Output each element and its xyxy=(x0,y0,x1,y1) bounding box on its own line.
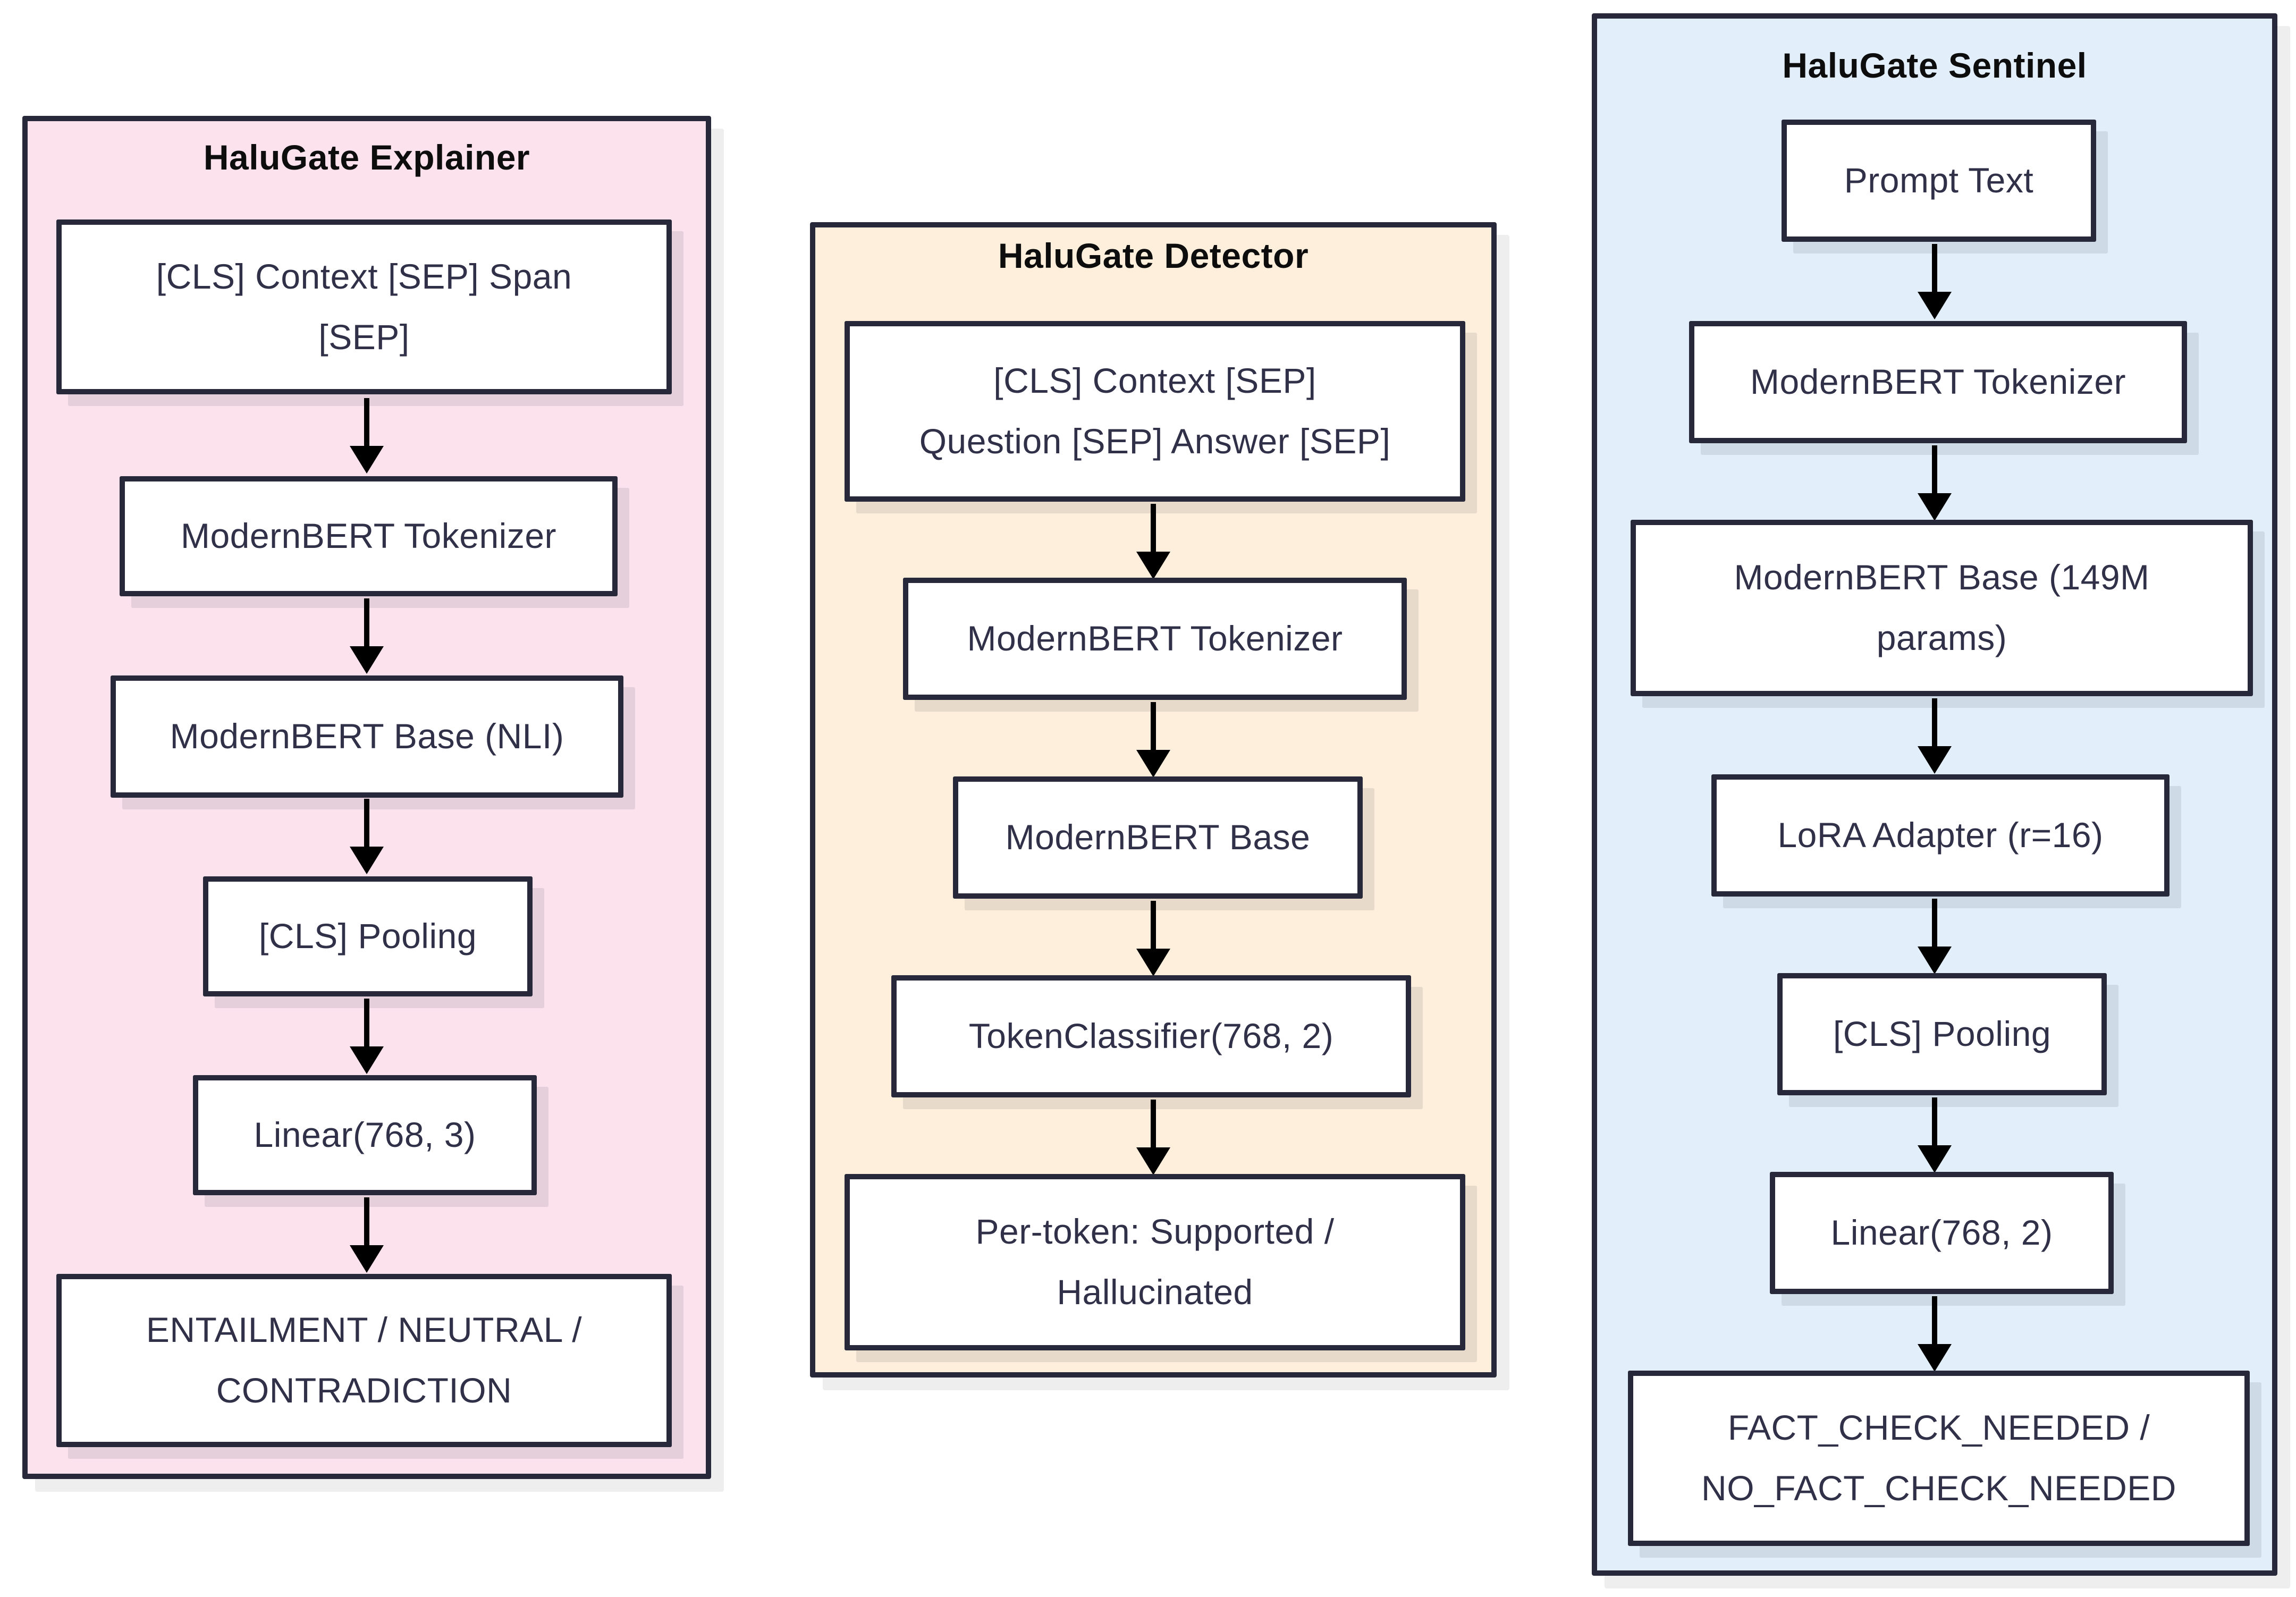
box-cls-context-question-answer: [CLS] Context [SEP] Question [SEP] Answe… xyxy=(845,321,1465,502)
arrow-down-icon xyxy=(1918,445,1952,521)
box-entailment-neutral-contradiction: ENTAILMENT / NEUTRAL / CONTRADICTION xyxy=(56,1274,672,1447)
arrow-down-icon xyxy=(1136,702,1170,778)
box-modernbert-base-nli: ModernBERT Base (NLI) xyxy=(111,675,623,798)
box-linear-768-2: Linear(768, 2) xyxy=(1770,1172,2114,1294)
arrow-down-icon xyxy=(350,398,384,474)
arrow-down-icon xyxy=(1918,244,1952,319)
box-cls-context-sep-span: [CLS] Context [SEP] Span [SEP] xyxy=(56,219,672,394)
panel-title-explainer: HaluGate Explainer xyxy=(203,138,530,177)
box-modernbert-tokenizer-detector: ModernBERT Tokenizer xyxy=(903,578,1407,700)
arrow-down-icon xyxy=(1918,1296,1952,1372)
arrow-down-icon xyxy=(1918,899,1952,974)
panel-halugate-sentinel: HaluGate Sentinel Prompt Text ModernBERT… xyxy=(1592,13,2277,1576)
arrow-down-icon xyxy=(350,1197,384,1273)
box-per-token-supported-hallucinated: Per-token: Supported / Hallucinated xyxy=(845,1174,1465,1350)
box-modernbert-base-149m: ModernBERT Base (149M params) xyxy=(1631,520,2253,696)
arrow-down-icon xyxy=(1918,698,1952,774)
arrow-down-icon xyxy=(1918,1097,1952,1173)
panel-halugate-detector: HaluGate Detector [CLS] Context [SEP] Qu… xyxy=(810,222,1497,1378)
arrow-down-icon xyxy=(350,999,384,1074)
arrow-down-icon xyxy=(350,799,384,874)
arrow-down-icon xyxy=(350,598,384,674)
box-fact-check-needed: FACT_CHECK_NEEDED / NO_FACT_CHECK_NEEDED xyxy=(1628,1371,2250,1546)
box-linear-768-3: Linear(768, 3) xyxy=(193,1075,537,1195)
arrow-down-icon xyxy=(1136,504,1170,579)
box-modernbert-tokenizer-explainer: ModernBERT Tokenizer xyxy=(120,476,618,596)
box-cls-pooling-sentinel: [CLS] Pooling xyxy=(1777,973,2107,1095)
box-tokenclassifier-768-2: TokenClassifier(768, 2) xyxy=(891,975,1411,1097)
arrow-down-icon xyxy=(1136,901,1170,976)
arrow-down-icon xyxy=(1136,1100,1170,1175)
panel-title-sentinel: HaluGate Sentinel xyxy=(1782,46,2087,85)
box-modernbert-tokenizer-sentinel: ModernBERT Tokenizer xyxy=(1689,321,2187,443)
box-prompt-text: Prompt Text xyxy=(1782,120,2096,242)
box-lora-adapter-r16: LoRA Adapter (r=16) xyxy=(1711,774,2170,897)
box-modernbert-base-detector: ModernBERT Base xyxy=(953,776,1363,899)
panel-halugate-explainer: HaluGate Explainer [CLS] Context [SEP] S… xyxy=(22,116,711,1479)
box-cls-pooling-explainer: [CLS] Pooling xyxy=(203,876,533,996)
panel-title-detector: HaluGate Detector xyxy=(998,236,1309,275)
